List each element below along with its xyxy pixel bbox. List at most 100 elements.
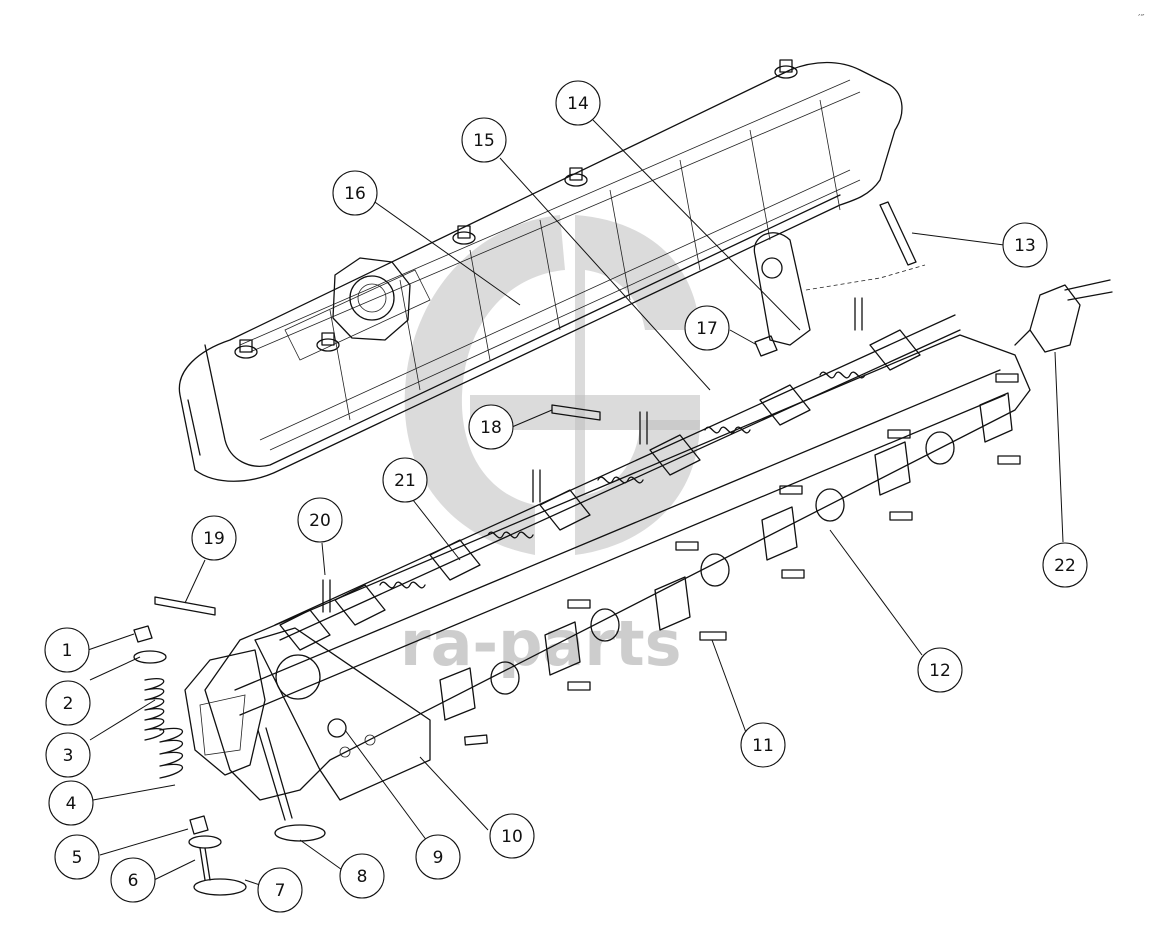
valve-keeper <box>133 625 153 643</box>
callout-circle <box>48 780 94 826</box>
valve-cover <box>178 59 903 482</box>
leader-lines <box>87 119 1064 886</box>
front-plate <box>254 627 431 801</box>
callout-circle <box>110 857 156 903</box>
lifting-eye <box>753 232 811 346</box>
intake-valve-head <box>193 878 247 896</box>
callout-label: 20 <box>309 511 331 531</box>
callout-label: 19 <box>203 529 225 549</box>
callout-label: 3 <box>63 746 74 766</box>
sensor <box>1014 279 1113 353</box>
callout-label: 12 <box>929 661 951 681</box>
callout-label: 18 <box>480 418 502 438</box>
oil-filler-cap <box>332 257 411 341</box>
spring-seat <box>188 835 222 849</box>
callout-label: 10 <box>501 827 523 847</box>
callout-label: 6 <box>128 871 139 891</box>
callout-label: 11 <box>752 736 774 756</box>
bolt-17 <box>754 335 778 357</box>
callout-circle <box>45 680 91 726</box>
exhaust-port <box>490 431 955 695</box>
head-bolt-icon <box>322 297 863 613</box>
callout-6: 6 <box>110 857 156 903</box>
callout-label: 13 <box>1014 236 1036 256</box>
callout-label: 1 <box>62 641 73 661</box>
callout-circle <box>489 813 535 859</box>
callout-16: 16 <box>332 170 378 216</box>
cylinder-head <box>184 334 1031 801</box>
callout-label: 2 <box>63 694 74 714</box>
callout-19: 19 <box>191 515 237 561</box>
callout-15: 15 <box>461 117 507 163</box>
callout-12: 12 <box>917 647 963 693</box>
watermark-logo <box>404 215 700 555</box>
callout-circle <box>382 457 428 503</box>
watermark-text: ra-parts <box>400 607 681 680</box>
callout-label: 15 <box>473 131 495 151</box>
callout-2: 2 <box>45 680 91 726</box>
callout-circle <box>461 117 507 163</box>
callout-11: 11 <box>740 722 786 768</box>
callout-label: 5 <box>72 848 83 868</box>
callout-10: 10 <box>489 813 535 859</box>
gear-hub <box>275 654 321 700</box>
callout-label: 22 <box>1054 556 1076 576</box>
rocker-assembly <box>274 297 961 651</box>
callout-label: 9 <box>433 848 444 868</box>
callout-circle <box>191 515 237 561</box>
callout-label: 21 <box>394 471 416 491</box>
spring-retainer <box>133 650 167 664</box>
outer-spring <box>159 727 183 779</box>
stud-icon <box>464 373 1021 746</box>
callout-label: 8 <box>357 867 368 887</box>
callout-9: 9 <box>415 834 461 880</box>
callout-circle <box>44 627 90 673</box>
callout-4: 4 <box>48 780 94 826</box>
callout-circle <box>468 404 514 450</box>
callout-13: 13 <box>1002 222 1048 268</box>
callout-circle <box>45 732 91 778</box>
callout-circle <box>257 867 303 913</box>
callout-14: 14 <box>555 80 601 126</box>
callout-label: 7 <box>275 881 286 901</box>
callout-3: 3 <box>45 732 91 778</box>
callout-1: 1 <box>44 627 90 673</box>
rocker-arm <box>279 329 921 651</box>
rocker-spring-icon <box>379 371 866 589</box>
callout-20: 20 <box>297 497 343 543</box>
callout-circle <box>339 853 385 899</box>
callout-22: 22 <box>1042 542 1088 588</box>
callout-circle <box>332 170 378 216</box>
callout-circle <box>1002 222 1048 268</box>
callout-label: 14 <box>567 94 589 114</box>
callout-circle <box>555 80 601 126</box>
end-bracket <box>184 649 266 776</box>
callout-circle <box>54 834 100 880</box>
plug-9 <box>327 718 347 738</box>
intake-port <box>439 392 1013 721</box>
callout-circle <box>740 722 786 768</box>
pin-19 <box>154 596 216 616</box>
callout-label: 16 <box>344 184 366 204</box>
callout-17: 17 <box>684 305 730 351</box>
callout-21: 21 <box>382 457 428 503</box>
valve-seal <box>189 815 209 835</box>
exhaust-valve-head <box>274 824 326 842</box>
callout-circle <box>297 497 343 543</box>
corner-mark: ′″ <box>1138 12 1145 25</box>
exhaust-valve-stem <box>257 727 293 821</box>
callout-circle <box>415 834 461 880</box>
callout-18: 18 <box>468 404 514 450</box>
valve-train <box>133 625 326 896</box>
callout-label: 17 <box>696 319 718 339</box>
callout-label: 4 <box>66 794 77 814</box>
cover-bolt-icon <box>234 59 798 359</box>
dashed-guide <box>805 264 926 291</box>
callout-circle <box>684 305 730 351</box>
callout-circle <box>917 647 963 693</box>
callout-5: 5 <box>54 834 100 880</box>
dowel-pin <box>879 201 917 266</box>
